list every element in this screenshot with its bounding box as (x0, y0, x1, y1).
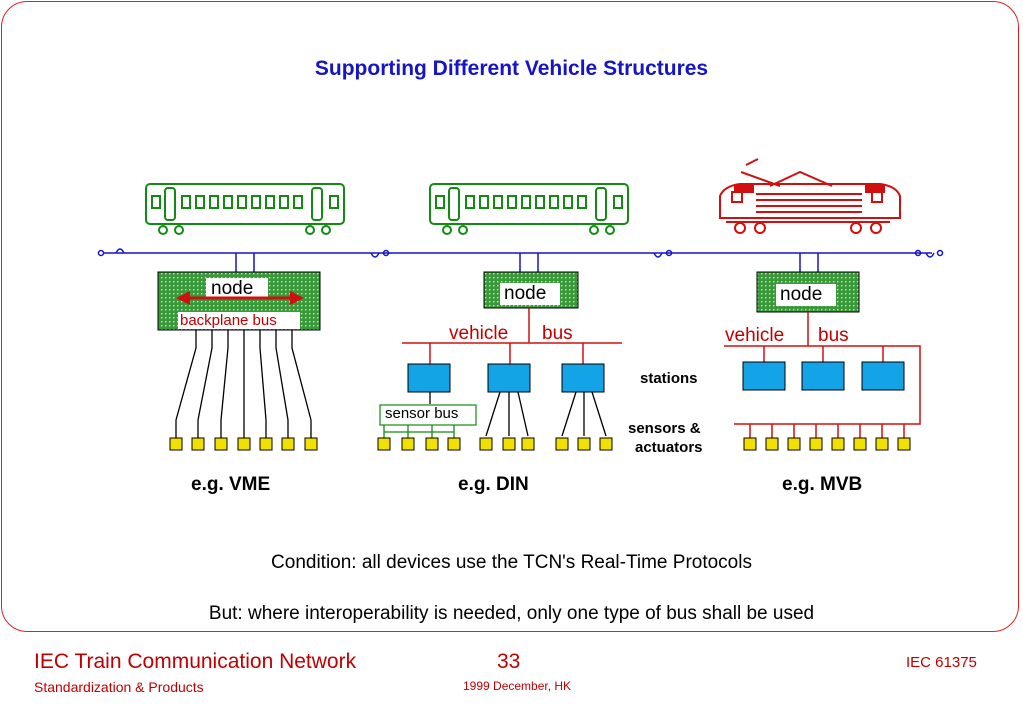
locomotive (719, 158, 901, 234)
passenger-wagon-1 (145, 183, 345, 235)
sensor-bus-label: sensor bus (385, 405, 459, 422)
slide-frame (1, 1, 1019, 632)
mvb-bus-label: bus (818, 325, 849, 346)
example-mvb: e.g. MVB (782, 474, 863, 495)
footer-date: 1999 December, HK (463, 679, 572, 693)
page-number: 33 (497, 650, 521, 673)
sensors-label-line1: sensors & (628, 420, 701, 437)
stations-label: stations (640, 370, 698, 387)
din-section (377, 271, 622, 451)
vme-section (157, 271, 321, 451)
mvb-node-label: node (780, 284, 823, 305)
train-bus (97, 248, 944, 272)
backplane-bus-label: backplane bus (180, 312, 277, 329)
sensors-label-line2: actuators (635, 439, 703, 456)
condition-text: Condition: all devices use the TCN's Rea… (271, 552, 752, 573)
footer-standard: IEC 61375 (906, 654, 977, 671)
din-node-label: node (504, 283, 547, 304)
passenger-wagon-2 (429, 183, 629, 235)
din-vehicle-label: vehicle (449, 323, 509, 344)
mvb-vehicle-label: vehicle (725, 325, 785, 346)
vme-node-label: node (211, 278, 254, 299)
footer-subtitle: Standardization & Products (34, 679, 204, 695)
din-bus-label: bus (542, 323, 573, 344)
footer-title: IEC Train Communication Network (34, 650, 357, 673)
example-vme: e.g. VME (191, 474, 271, 495)
interoperability-text: But: where interoperability is needed, o… (208, 603, 815, 624)
slide-title: Supporting Different Vehicle Structures (314, 57, 709, 80)
example-din: e.g. DIN (458, 474, 529, 495)
mvb-section (724, 271, 921, 451)
